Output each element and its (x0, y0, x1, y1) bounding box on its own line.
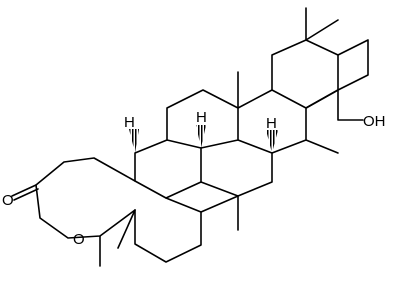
ring-e-right (305, 139, 339, 154)
carbonyl-oxygen-label: O (2, 192, 14, 209)
ring-top (305, 7, 369, 91)
lactone-ring (35, 157, 136, 239)
stereo-h-label-2: H (196, 109, 207, 126)
hashed-bond-1 (129, 129, 139, 153)
stereo-h-label-3: H (266, 115, 277, 132)
hydroxyl-label: OH (363, 113, 386, 130)
methyl-bonds (99, 71, 239, 267)
ring-b-lower (134, 197, 202, 263)
ring-g (305, 89, 339, 109)
ring-d-lower (200, 195, 239, 213)
hydroxymethyl-bond (337, 89, 364, 121)
ring-f (271, 39, 339, 109)
ring-bonds (11, 7, 369, 267)
hashed-bond-2 (196, 125, 206, 148)
stereo-h-label-1: H (124, 114, 135, 131)
ring-c (166, 89, 239, 149)
ring-d (200, 139, 273, 197)
carbonyl-bond (11, 184, 39, 201)
ring-oxygen-label: O (73, 231, 85, 248)
hashed-bond-3 (266, 130, 278, 153)
stereo-bonds (129, 125, 278, 153)
atom-labels: O O OH H H H (2, 109, 386, 248)
ring-b (134, 139, 202, 199)
